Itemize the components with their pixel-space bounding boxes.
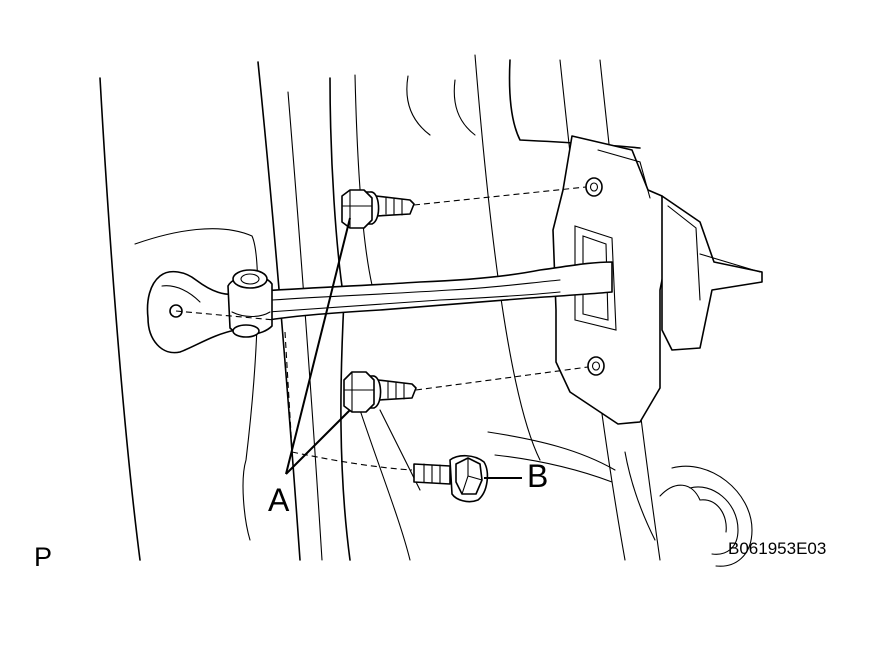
- install-guide-lines: [175, 186, 589, 471]
- body-hole-feature: [659, 465, 753, 567]
- callout-leaders: [285, 217, 522, 479]
- figure-code-label: B061953E03: [728, 539, 827, 558]
- bolt-a-upper: [341, 189, 415, 229]
- view-marker-label: P: [34, 542, 53, 572]
- bolt-a-lower: [343, 371, 417, 413]
- bolt-b: [413, 454, 489, 503]
- door-check-arm: [146, 261, 613, 354]
- callout-a-label: A: [268, 482, 290, 518]
- callout-b-label: B: [527, 458, 549, 494]
